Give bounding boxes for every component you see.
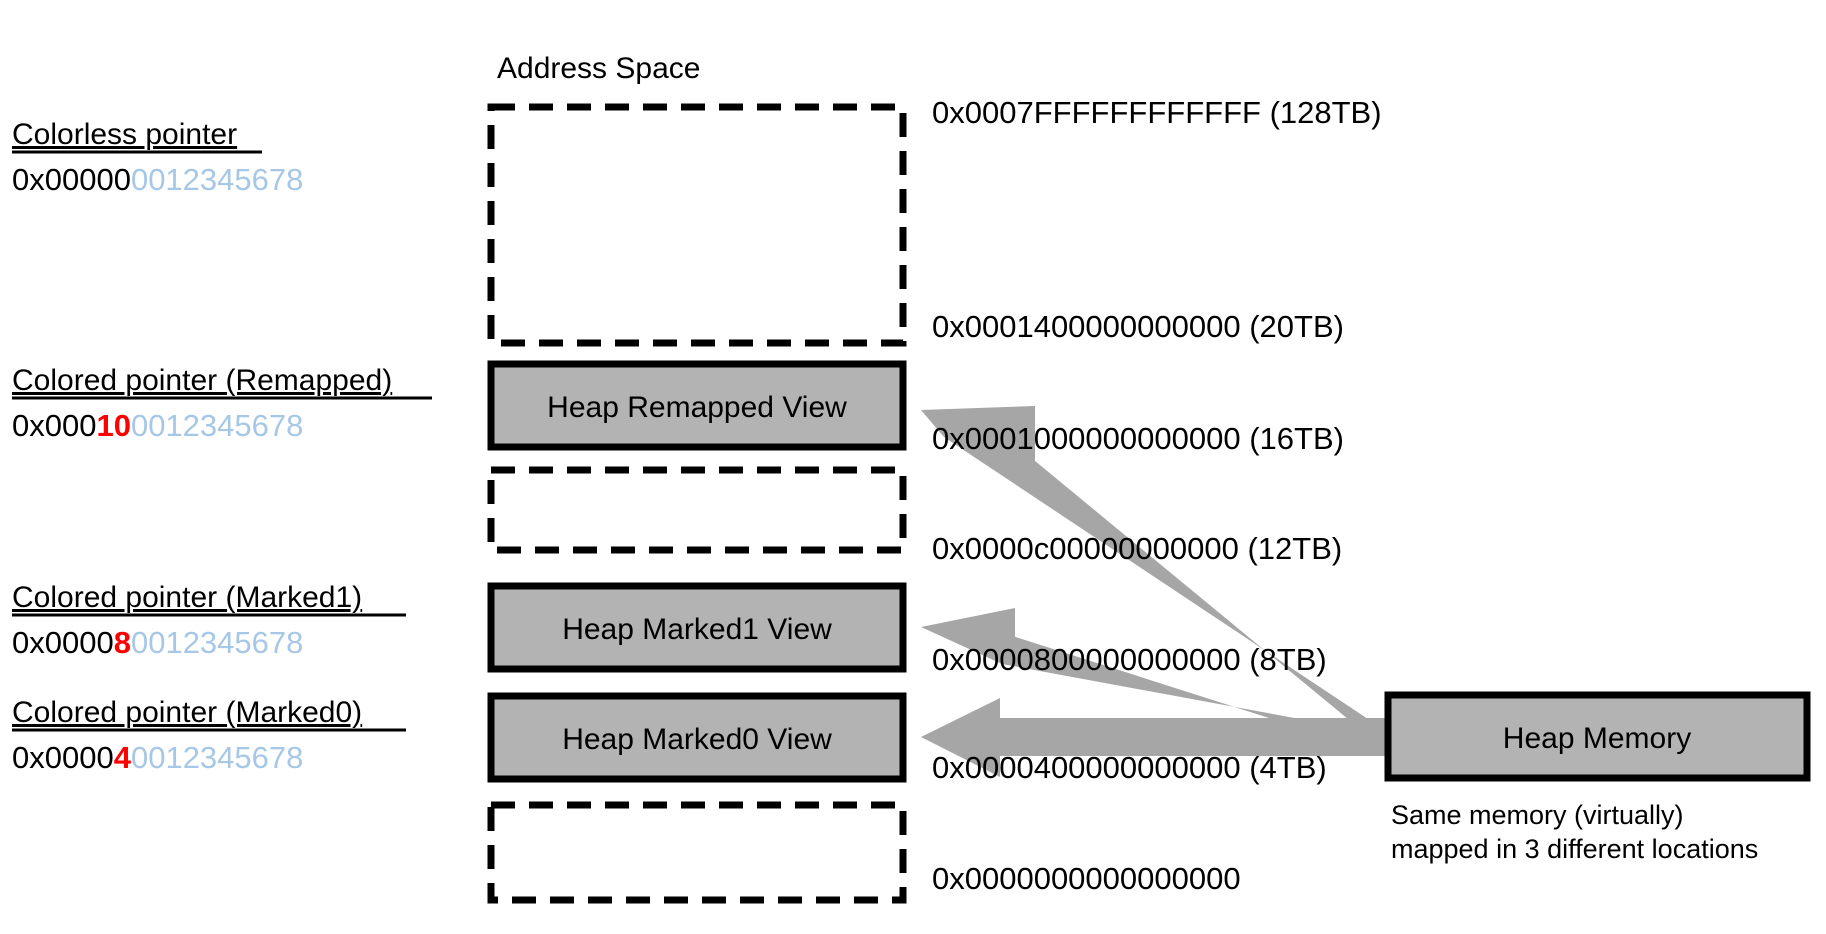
pointer-offset: 0012345678 (131, 740, 303, 775)
heap-memory-caption: Same memory (virtually) mapped in 3 diff… (1391, 800, 1758, 864)
pointer-title: Colored pointer (Remapped) (12, 364, 392, 397)
address-label-128tb: 0x0007FFFFFFFFFFFF (128TB) (932, 95, 1382, 130)
address-text: 0x0007FFFFFFFFFFFF (128TB) (932, 95, 1382, 130)
pointer-offset: 0012345678 (131, 408, 303, 443)
address-text: 0x0001400000000000 (20TB) (932, 309, 1344, 344)
pointer-title: Colorless pointer (12, 118, 237, 151)
address-size: (12TB) (1247, 531, 1342, 566)
region-unmapped-middle (487, 466, 907, 554)
address-size: (16TB) (1249, 421, 1344, 456)
heap-memory-box[interactable]: Heap Memory (1384, 691, 1811, 782)
pointer-value: 0x000000012345678 (12, 162, 303, 197)
pointer-legend-marked0: Colored pointer (Marked0) 0x000040012345… (12, 696, 406, 775)
region-outline (487, 582, 907, 673)
address-size: (4TB) (1249, 750, 1327, 785)
address-hex: 0x0000000000000000 (932, 861, 1241, 896)
region-label: Heap Remapped View (547, 391, 847, 424)
region-heap-marked1-view[interactable]: Heap Marked1 View (487, 582, 907, 673)
address-text: 0x0000000000000000 (932, 861, 1241, 896)
address-space-title: Address Space (497, 52, 700, 85)
address-size: (20TB) (1249, 309, 1344, 344)
region-label: Heap Marked1 View (562, 613, 832, 646)
region-outline (487, 692, 907, 783)
address-label-4tb: 0x0000400000000000 (4TB) (932, 750, 1327, 785)
address-label-8tb: 0x0000800000000000 (8TB) (932, 642, 1327, 677)
region-outline (487, 466, 907, 554)
region-outline (487, 360, 907, 451)
region-outline (487, 801, 907, 904)
address-hex: 0x0000400000000000 (932, 750, 1241, 785)
region-label: Heap Marked0 View (562, 723, 832, 756)
heap-memory-label: Heap Memory (1503, 722, 1691, 755)
address-text: 0x0000800000000000 (8TB) (932, 642, 1327, 677)
address-hex: 0x0001000000000000 (932, 421, 1241, 456)
pointer-offset: 0012345678 (131, 625, 303, 660)
pointer-prefix: 0x0000 (12, 740, 114, 775)
region-heap-remapped-view[interactable]: Heap Remapped View (487, 360, 907, 451)
pointer-value: 0x000080012345678 (12, 625, 303, 660)
address-hex: 0x0001400000000000 (932, 309, 1241, 344)
pointer-legend-colorless: Colorless pointer 0x000000012345678 (12, 118, 303, 197)
address-size: (8TB) (1249, 642, 1327, 677)
pointer-title: Colored pointer (Marked1) (12, 581, 362, 614)
pointer-prefix: 0x000 (12, 408, 96, 443)
region-unmapped-bottom (487, 801, 907, 904)
heap-memory-outline (1384, 691, 1811, 782)
pointer-offset: 0012345678 (131, 162, 303, 197)
pointer-prefix: 0x00000 (12, 162, 131, 197)
address-text: 0x0000c00000000000 (12TB) (932, 531, 1342, 566)
pointer-prefix: 0x0000 (12, 625, 114, 660)
pointer-value: 0x000100012345678 (12, 408, 303, 443)
pointer-color-bits: 10 (96, 408, 130, 443)
address-size: (128TB) (1270, 95, 1382, 130)
pointer-legend-remapped: Colored pointer (Remapped) 0x00010001234… (12, 364, 432, 443)
pointer-legend-marked1: Colored pointer (Marked1) 0x000080012345… (12, 581, 406, 660)
address-text: 0x0001000000000000 (16TB) (932, 421, 1344, 456)
pointer-color-bits: 4 (114, 740, 132, 775)
address-label-zero: 0x0000000000000000 (932, 861, 1241, 896)
caption-line-1: Same memory (virtually) (1391, 800, 1684, 830)
address-label-16tb: 0x0001000000000000 (16TB) (932, 421, 1344, 456)
arrow-to-heap-marked1-view (921, 608, 1388, 756)
arrow-to-heap-marked0-view (921, 698, 1388, 777)
address-hex: 0x0000c00000000000 (932, 531, 1239, 566)
address-hex: 0x0007FFFFFFFFFFFF (932, 95, 1261, 130)
address-label-20tb: 0x0001400000000000 (20TB) (932, 309, 1344, 344)
arrow-to-heap-remapped-view (921, 406, 1388, 752)
address-text: 0x0000400000000000 (4TB) (932, 750, 1327, 785)
region-heap-marked0-view[interactable]: Heap Marked0 View (487, 692, 907, 783)
pointer-color-bits: 8 (114, 625, 131, 660)
region-outline (487, 103, 907, 347)
caption-line-2: mapped in 3 different locations (1391, 834, 1758, 864)
region-unmapped-top (487, 103, 907, 347)
pointer-title: Colored pointer (Marked0) (12, 696, 362, 729)
address-hex: 0x0000800000000000 (932, 642, 1241, 677)
address-label-12tb: 0x0000c00000000000 (12TB) (932, 531, 1342, 566)
pointer-value: 0x000040012345678 (12, 740, 303, 775)
